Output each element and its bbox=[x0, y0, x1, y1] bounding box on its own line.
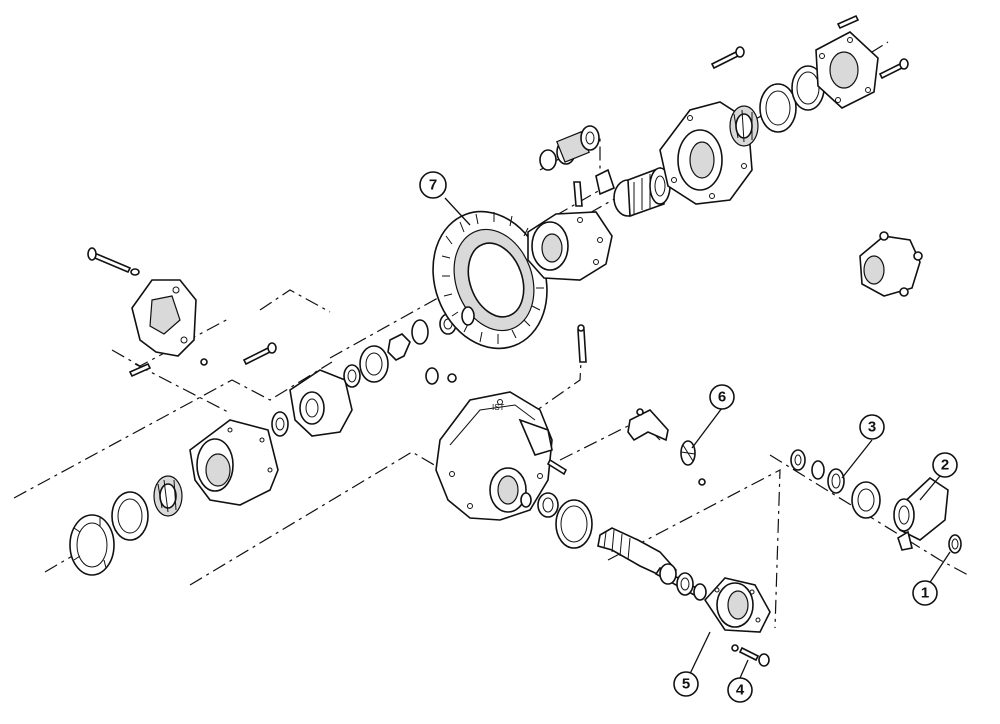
callout-2-circle bbox=[932, 452, 958, 478]
callout-7-circle bbox=[419, 171, 447, 199]
lock-pin bbox=[573, 181, 583, 207]
side-gear bbox=[359, 345, 389, 383]
flange-nut bbox=[948, 534, 962, 554]
collar-bushing bbox=[595, 168, 615, 196]
callout-5-label: 5 bbox=[682, 676, 690, 693]
pinion-shim bbox=[555, 499, 593, 549]
callout-4-label: 4 bbox=[736, 682, 745, 699]
pinion-cup bbox=[537, 492, 559, 518]
pinion-carrier bbox=[703, 577, 771, 633]
spacer-rings bbox=[790, 449, 825, 480]
callout-3-label: 3 bbox=[868, 419, 876, 436]
bearing-housing-right bbox=[659, 101, 753, 205]
case-bolt bbox=[242, 342, 277, 366]
callout-2-label: 2 bbox=[941, 457, 949, 474]
bearing-adjuster-ring bbox=[69, 514, 115, 576]
callout-3-circle bbox=[859, 414, 885, 440]
callout-6-circle bbox=[709, 384, 735, 410]
callout-6-label: 6 bbox=[718, 389, 726, 406]
thrust-washer-left bbox=[271, 411, 289, 437]
pinion-spacer-small bbox=[520, 492, 532, 508]
thrust-washer-center bbox=[343, 364, 361, 388]
callout-leaders bbox=[444, 197, 951, 679]
callout-4-circle bbox=[727, 677, 753, 703]
callout-1-label: 1 bbox=[921, 585, 929, 602]
callout-1: 1 bbox=[912, 580, 938, 606]
end-cover-plate bbox=[815, 31, 879, 109]
cover-bolts bbox=[836, 14, 909, 80]
bearing-cup-left bbox=[111, 491, 149, 541]
carrier-bolt bbox=[731, 644, 770, 667]
callout-5-circle bbox=[673, 671, 699, 697]
side-gear-case bbox=[289, 369, 353, 437]
differential-case-half bbox=[189, 419, 279, 506]
spider-cross bbox=[387, 333, 411, 361]
diff-lock-case bbox=[527, 211, 613, 281]
differential-housing: IST bbox=[435, 391, 553, 521]
ring-gear-shims bbox=[461, 306, 475, 326]
bearing-cup-right bbox=[759, 83, 797, 133]
ring-gear bbox=[432, 210, 548, 350]
bearing-cone-right bbox=[729, 105, 759, 147]
callout-4: 4 bbox=[727, 677, 753, 703]
sliding-collar bbox=[613, 166, 671, 218]
callout-7: 7 bbox=[419, 171, 447, 199]
callout-6: 6 bbox=[709, 384, 735, 410]
pinion-bearings bbox=[659, 563, 707, 601]
callout-1-circle bbox=[912, 580, 938, 606]
lock-plate bbox=[680, 440, 706, 486]
bearing-cap bbox=[131, 279, 197, 357]
housing-pin bbox=[577, 324, 587, 363]
inset-bearing-set bbox=[539, 125, 600, 171]
drive-flange-yoke bbox=[893, 476, 949, 551]
assembled-spider-detail bbox=[859, 231, 923, 297]
callout-3: 3 bbox=[859, 414, 885, 440]
shift-fork bbox=[627, 408, 669, 442]
callout-5: 5 bbox=[673, 671, 699, 697]
cap-bolt bbox=[87, 247, 140, 276]
bearing-cup-front bbox=[827, 468, 845, 494]
oil-seal bbox=[851, 481, 881, 519]
bearing-cone-left bbox=[153, 475, 183, 517]
cap-locking-tab bbox=[128, 358, 208, 378]
callout-2: 2 bbox=[932, 452, 958, 478]
housing-bolt-stud bbox=[546, 458, 568, 476]
callout-7-label: 7 bbox=[429, 177, 437, 194]
housing-bolt-top bbox=[710, 46, 745, 70]
svg-text:IST: IST bbox=[492, 403, 505, 412]
